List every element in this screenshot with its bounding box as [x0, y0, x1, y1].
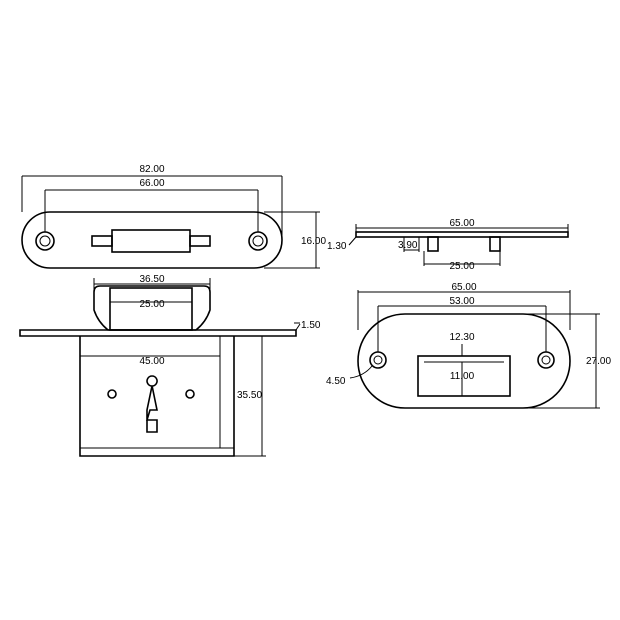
dim-plate-hole-spacing: 53.00 — [377, 296, 547, 352]
strike-slot — [417, 355, 511, 397]
front-right-hole — [248, 231, 268, 251]
dim-side-pin-spacing-label: 25.00 — [449, 261, 474, 272]
side-plate — [355, 231, 569, 238]
front-right-hole-inner — [252, 235, 264, 247]
body-view: 36.50 25.00 1.50 45.00 35.50 — [19, 274, 321, 457]
front-latch-left-pin — [91, 235, 113, 247]
dim-case-width: 45.00 — [80, 355, 220, 367]
strike-plate-view: 65.00 53.00 12.30 11.00 4.50 27. — [326, 282, 611, 409]
dim-side-offset: 3.90 — [398, 237, 420, 252]
dim-flange-thickness-label: 1.50 — [301, 320, 321, 331]
dim-plate-length: 65.00 — [357, 282, 571, 330]
strike-plate-outline — [357, 313, 571, 409]
strike-left-hole-inner — [373, 355, 383, 365]
dim-flange-thickness: 1.50 — [294, 320, 321, 331]
front-latch-right-pin — [189, 235, 211, 247]
dim-side-length: 65.00 — [355, 218, 569, 232]
dim-front-height: 16.00 — [264, 211, 326, 269]
front-latch-body — [111, 229, 191, 253]
keyhole-icon — [145, 375, 158, 433]
front-view: 82.00 66.00 16.00 — [21, 164, 326, 269]
strike-right-hole-inner — [541, 355, 551, 365]
dim-plate-slot-width-label: 11.00 — [450, 371, 475, 382]
dim-side-offset-label: 3.90 — [398, 240, 418, 251]
dim-side-thickness: 1.30 — [327, 236, 357, 252]
dim-side-length-label: 65.00 — [449, 218, 474, 229]
dim-plate-slot-width: 11.00 — [450, 362, 475, 396]
dim-case-depth-label: 35.50 — [237, 390, 262, 401]
body-case — [79, 336, 235, 457]
dim-side-pin-spacing: 25.00 — [423, 251, 501, 272]
dim-plate-height: 27.00 — [522, 313, 611, 409]
dim-plate-hole-diameter-label: 4.50 — [326, 376, 346, 387]
front-plate-outline — [21, 211, 283, 269]
dim-plate-length-label: 65.00 — [451, 282, 476, 293]
dim-plate-height-label: 27.00 — [586, 356, 611, 367]
dim-front-overall-length-label: 82.00 — [139, 164, 164, 175]
strike-right-hole — [537, 351, 555, 369]
side-left-pin — [427, 236, 439, 252]
side-view: 65.00 1.30 3.90 25.00 — [327, 218, 569, 272]
dim-plate-hole-spacing-label: 53.00 — [449, 296, 474, 307]
dim-plate-slot-offset-label: 12.30 — [449, 332, 474, 343]
body-right-rivet — [185, 389, 195, 399]
strike-left-hole — [369, 351, 387, 369]
front-left-hole — [35, 231, 55, 251]
dim-front-height-label: 16.00 — [301, 236, 326, 247]
dim-front-overall-length: 82.00 — [21, 164, 283, 240]
body-left-rivet — [107, 389, 117, 399]
dim-body-top-width: 36.50 — [93, 274, 211, 292]
dim-case-width-label: 45.00 — [139, 356, 164, 367]
dim-front-hole-spacing: 66.00 — [44, 178, 259, 232]
dim-plate-hole-diameter: 4.50 — [326, 365, 373, 387]
dim-front-hole-spacing-label: 66.00 — [139, 178, 164, 189]
dim-side-thickness-label: 1.30 — [327, 241, 347, 252]
dim-body-inner-width: 25.00 — [110, 299, 192, 310]
body-flange — [19, 329, 297, 337]
dim-body-inner-width-label: 25.00 — [139, 299, 164, 310]
dim-body-top-width-label: 36.50 — [139, 274, 164, 285]
side-right-pin — [489, 236, 501, 252]
dim-case-depth: 35.50 — [234, 335, 266, 457]
front-left-hole-inner — [39, 235, 51, 247]
dim-plate-slot-offset: 12.30 — [449, 332, 475, 356]
